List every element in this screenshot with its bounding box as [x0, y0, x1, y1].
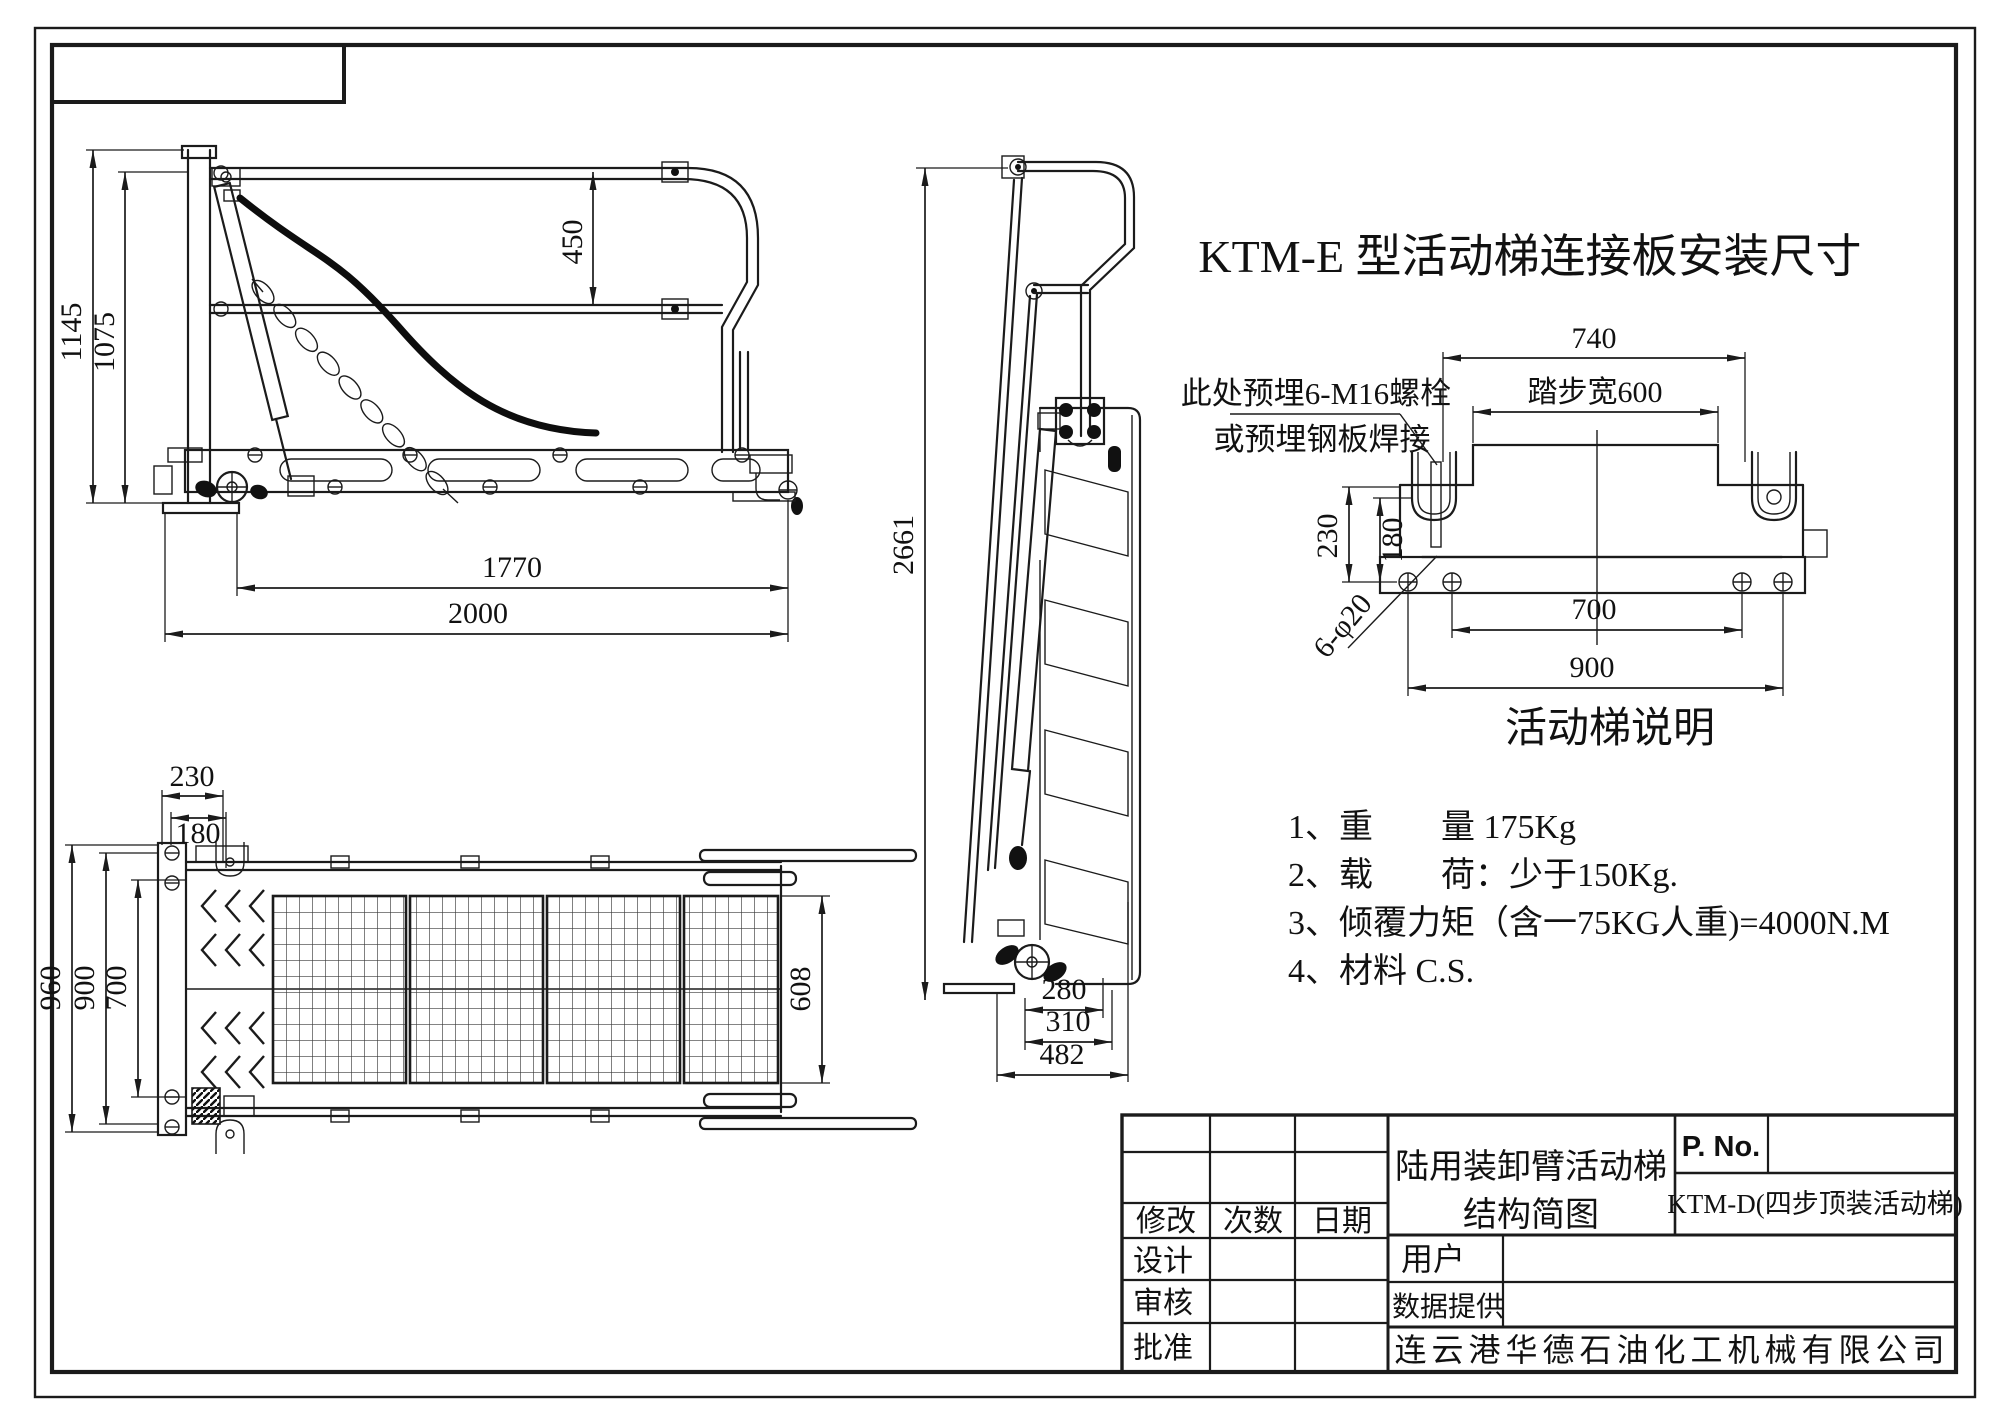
- dim-side-482: 482: [996, 902, 1129, 1082]
- view-plan: 230 180 960 900 700: [34, 760, 918, 1154]
- plan-mount-plate: [156, 841, 188, 1137]
- dim-label-plate-900: 900: [1570, 651, 1615, 684]
- dim-front-inner-length: 1770: [236, 500, 789, 642]
- dim-label-plan-230: 230: [170, 760, 215, 793]
- dim-plate-900: 900: [1407, 592, 1784, 696]
- hydraulic-cylinder: [211, 167, 293, 481]
- tb-drawing-title-line1: 陆用装卸臂活动梯: [1395, 1148, 1667, 1186]
- deck-clamp: [1054, 396, 1121, 472]
- dim-label-450: 450: [556, 220, 589, 265]
- dim-plate-180: 180: [1373, 497, 1412, 582]
- base-mechanism: [942, 919, 1067, 995]
- tb-drawing-title-line2: 结构简图: [1463, 1196, 1599, 1234]
- left-u-hook: [1410, 450, 1458, 548]
- left-pivot-mechanism: [153, 447, 315, 504]
- notes-block: 活动梯说明 1、重 量 175Kg 2、载 荷：少于150Kg. 3、倾覆力矩（…: [1288, 706, 1890, 990]
- tb-company: 连云港华德石油化工机械有限公司: [1394, 1332, 1949, 1368]
- dim-front-inner-height: 1075: [88, 171, 188, 503]
- tb-col-modify: 修改: [1136, 1205, 1196, 1238]
- dim-plan-230: 230: [161, 760, 224, 862]
- dim-side-280: 280: [1024, 973, 1104, 1050]
- tb-model: KTM-D(四步顶装活动梯): [1667, 1189, 1962, 1219]
- truss-bolts: [247, 447, 750, 495]
- dim-plate-step-width: 踏步宽600: [1472, 376, 1719, 443]
- plan-plate-bolts: [164, 845, 180, 1135]
- callout-line1: 此处预埋6-M16螺栓: [1181, 376, 1451, 411]
- dim-label-plan-700: 700: [100, 966, 133, 1011]
- note-item-3: 3、倾覆力矩（含一75KG人重)=4000N.M: [1288, 904, 1890, 942]
- tb-data-provider-label: 数据提供: [1392, 1291, 1504, 1323]
- detail-title: KTM-E 型活动梯连接板安装尺寸: [1198, 231, 1861, 282]
- view-front-elevation: 1145 1075 450 1770 2000: [55, 144, 803, 642]
- plate-bolt-holes: [1398, 572, 1793, 592]
- dim-front-total-height: 1145: [55, 149, 184, 504]
- hose: [223, 189, 600, 437]
- dim-label-482: 482: [1040, 1038, 1085, 1071]
- truss-beam: [183, 447, 790, 495]
- dim-front-total-length: 2000: [164, 514, 788, 642]
- view-side-folded: 2661 280 310 482: [887, 155, 1142, 1082]
- dim-plan-900: 900: [68, 852, 158, 1125]
- dim-label-plate-230: 230: [1311, 514, 1344, 559]
- dim-label-1145: 1145: [55, 303, 88, 362]
- dim-plan-960: 960: [34, 844, 158, 1133]
- dim-label-280: 280: [1042, 973, 1087, 1006]
- dim-plan-700: 700: [100, 879, 186, 1098]
- tb-pno-label: P. No.: [1682, 1131, 1760, 1163]
- rail-connector: [661, 161, 689, 320]
- base-plate: [161, 501, 241, 515]
- revision-box: [50, 43, 346, 104]
- tb-row-approve: 批准: [1133, 1332, 1193, 1365]
- holes-label: 6-φ20: [1307, 588, 1379, 665]
- dim-plate-700: 700: [1451, 592, 1743, 638]
- dim-plate-230: 230: [1311, 486, 1400, 583]
- plan-rail-fittings: [330, 855, 610, 1123]
- tb-col-date: 日期: [1312, 1205, 1372, 1238]
- tb-row-review: 审核: [1133, 1287, 1193, 1320]
- note-item-1: 1、重 量 175Kg: [1288, 809, 1576, 846]
- dim-front-rail-gap: 450: [556, 172, 597, 305]
- dim-label-608: 608: [784, 967, 817, 1012]
- title-block: 修改 次数 日期 设计 审核 批准 陆用装卸臂活动梯 结构简图 P. No. K…: [1120, 1113, 1963, 1374]
- mesh-panels: [271, 894, 780, 1085]
- dim-label-plate-700: 700: [1572, 593, 1617, 626]
- notes-heading: 活动梯说明: [1505, 706, 1715, 752]
- side-cylinder: [1009, 412, 1061, 870]
- dim-label-310: 310: [1046, 1005, 1091, 1038]
- dim-side-height: 2661: [887, 167, 1008, 1000]
- dim-label-740: 740: [1572, 322, 1617, 355]
- label-6-phi20: 6-φ20: [1307, 555, 1438, 665]
- dim-label-1075: 1075: [88, 312, 121, 372]
- dim-label-plan-180: 180: [176, 817, 221, 850]
- embed-callout: 此处预埋6-M16螺栓 或预埋钢板焊接: [1181, 376, 1451, 466]
- border-frame: [33, 26, 1977, 1399]
- note-item-2: 2、载 荷：少于150Kg.: [1288, 856, 1678, 894]
- tb-row-design: 设计: [1133, 1245, 1193, 1278]
- dim-plate-740: 740: [1442, 322, 1746, 462]
- dim-label-step600: 踏步宽600: [1528, 376, 1663, 409]
- note-item-4: 4、材料 C.S.: [1288, 952, 1474, 990]
- dim-label-plan-900: 900: [68, 966, 101, 1011]
- dim-side-310: 310: [1025, 990, 1113, 1050]
- dim-label-2661: 2661: [887, 515, 920, 575]
- right-support: [732, 350, 803, 515]
- plan-bottom-left-bracket: [191, 1087, 255, 1154]
- dim-plan-180: 180: [170, 812, 227, 868]
- tb-col-times: 次数: [1223, 1205, 1283, 1238]
- dim-label-2000: 2000: [448, 597, 508, 630]
- dim-label-plate-180: 180: [1376, 518, 1409, 563]
- view-plate-detail: 此处预埋6-M16螺栓 或预埋钢板焊接: [1181, 322, 1828, 696]
- plan-handrail-ends: [698, 848, 918, 1131]
- chevron-treads: [200, 889, 265, 1089]
- folded-deck: [1038, 406, 1142, 986]
- dim-plan-608: 608: [781, 895, 830, 1084]
- callout-line2: 或预埋钢板焊接: [1214, 422, 1431, 457]
- dim-label-960: 960: [34, 966, 67, 1011]
- dim-label-1770: 1770: [482, 551, 542, 584]
- tb-user-label: 用户: [1401, 1241, 1465, 1277]
- right-u-hook: [1750, 450, 1828, 558]
